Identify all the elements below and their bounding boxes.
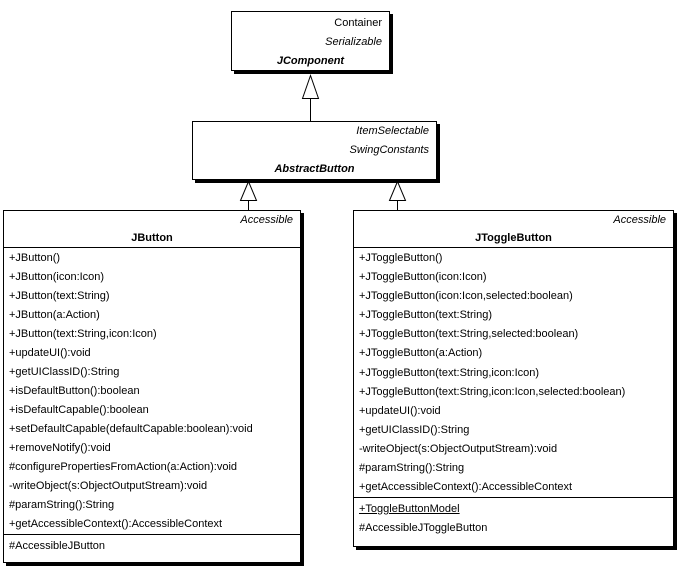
interface-name-swingconstants: SwingConstants <box>349 144 430 156</box>
method-row: +setDefaultCapable(defaultCapable:boolea… <box>9 423 253 436</box>
method-row: +updateUI():void <box>9 346 91 359</box>
class-title-jbutton: JButton <box>131 232 173 244</box>
method-row: #paramString():String <box>359 462 465 475</box>
inner-class-row: #AccessibleJToggleButton <box>359 522 488 534</box>
class-box-jtogglebutton: Accessible JToggleButton +JToggleButton(… <box>353 210 674 547</box>
method-row: -writeObject(s:ObjectOutputStream):void <box>359 443 558 456</box>
method-row: +JToggleButton(text:String,selected:bool… <box>359 328 579 341</box>
jbutton-inner-class-compartment: #AccessibleJButton <box>4 534 300 562</box>
class-title-jtogglebutton: JToggleButton <box>475 232 552 244</box>
method-row: +JButton(a:Action) <box>9 308 100 321</box>
method-row: +JToggleButton(icon:Icon,selected:boolea… <box>359 289 573 302</box>
interface-name-accessible: Accessible <box>613 214 666 226</box>
inner-class-row: #AccessibleJButton <box>9 540 105 552</box>
interface-name-serializable: Serializable <box>325 36 382 48</box>
method-row: +getUIClassID():String <box>9 365 120 378</box>
method-row: +JButton(text:String) <box>9 289 110 302</box>
inheritance-arrow-jbutton-to-abstractbutton <box>239 180 258 210</box>
method-row: +updateUI():void <box>359 404 441 417</box>
jtogglebutton-inner-class-compartment: +ToggleButtonModel #AccessibleJToggleButt… <box>354 497 673 546</box>
interface-name-itemselectable: ItemSelectable <box>356 125 429 137</box>
method-row: +getAccessibleContext():AccessibleContex… <box>9 518 223 531</box>
jtogglebutton-header: Accessible JToggleButton <box>354 211 673 248</box>
method-row: +isDefaultButton():boolean <box>9 384 140 397</box>
method-row: +JButton(icon:Icon) <box>9 270 105 283</box>
method-row: #configurePropertiesFromAction(a:Action)… <box>9 461 238 474</box>
superclass-name-container: Container <box>334 17 382 29</box>
method-row: +JToggleButton(a:Action) <box>359 347 483 360</box>
inheritance-arrow-jtogglebutton-to-abstractbutton <box>388 180 407 210</box>
inheritance-arrow-abstractbutton-to-jcomponent <box>301 73 320 121</box>
method-row: -writeObject(s:ObjectOutputStream):void <box>9 480 208 493</box>
jbutton-header: Accessible JButton <box>4 211 300 248</box>
inner-class-row: +ToggleButtonModel <box>359 503 460 515</box>
method-row: +JToggleButton() <box>359 251 443 264</box>
jtogglebutton-methods-compartment: +JToggleButton() +JToggleButton(icon:Icon… <box>354 248 673 497</box>
method-row: +JToggleButton(text:String) <box>359 309 492 322</box>
method-row: +JButton() <box>9 251 61 264</box>
class-title-abstractbutton: AbstractButton <box>274 163 355 175</box>
method-row: +JButton(text:String,icon:Icon) <box>9 327 157 340</box>
method-row: +JToggleButton(text:String,icon:Icon,sel… <box>359 385 626 398</box>
method-row: #paramString():String <box>9 499 115 512</box>
method-row: +isDefaultCapable():boolean <box>9 404 149 417</box>
interface-name-accessible: Accessible <box>240 214 293 226</box>
jbutton-methods-compartment: +JButton() +JButton(icon:Icon) +JButton(te… <box>4 248 300 534</box>
class-title-jcomponent: JComponent <box>276 55 345 67</box>
class-box-jbutton: Accessible JButton +JButton() +JButton(ic… <box>3 210 301 563</box>
method-row: +getAccessibleContext():AccessibleContex… <box>359 481 573 494</box>
class-box-abstractbutton: ItemSelectable SwingConstants AbstractBu… <box>192 121 437 180</box>
method-row: +getUIClassID():String <box>359 423 470 436</box>
method-row: +removeNotify():void <box>9 442 111 455</box>
method-row: +JToggleButton(text:String,icon:Icon) <box>359 366 540 379</box>
method-row: +JToggleButton(icon:Icon) <box>359 270 487 283</box>
class-box-jcomponent: Container Serializable JComponent <box>231 11 390 71</box>
